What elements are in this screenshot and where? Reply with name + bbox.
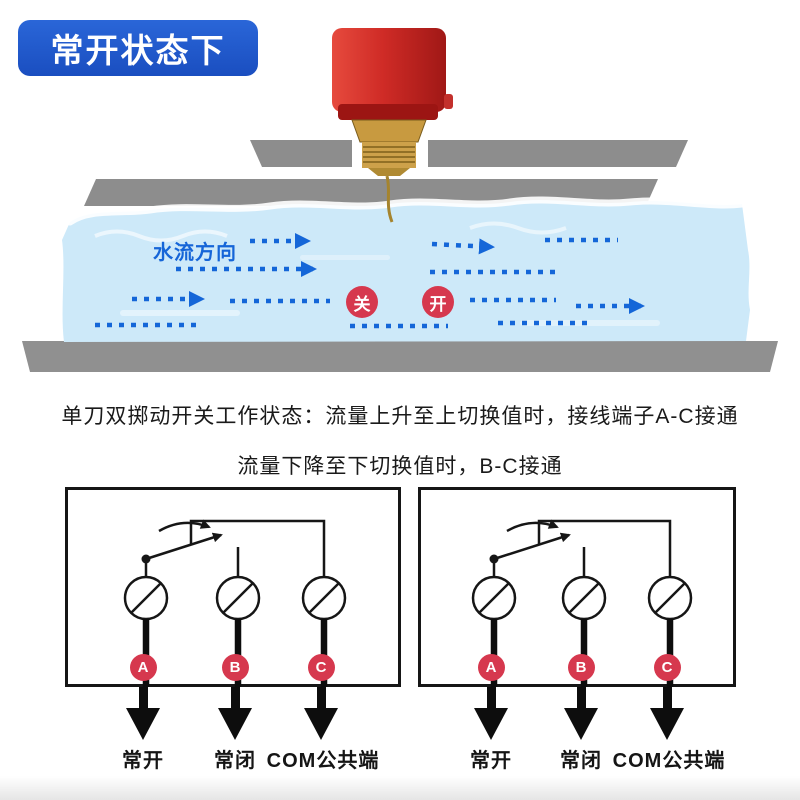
down-arrow-icon xyxy=(564,708,598,740)
page-bottom-shadow xyxy=(0,776,800,800)
terminal-badge-b: B xyxy=(221,654,249,681)
pin-label-normally-open: 常开 xyxy=(122,750,164,772)
terminal-badge-a: A xyxy=(129,654,157,681)
state-title-badge: 常开状态下 xyxy=(18,20,258,76)
down-arrow-stem xyxy=(662,687,672,708)
down-arrow-icon xyxy=(650,708,684,740)
terminal-badge-c: C xyxy=(653,654,681,681)
down-arrow-stem xyxy=(138,687,148,708)
pin-label-com: COM公共端 xyxy=(612,750,726,772)
flow-scene-illustration xyxy=(22,28,778,372)
flow-direction-label: 水流方向 xyxy=(153,242,237,264)
pin-label-normally-closed: 常闭 xyxy=(214,750,256,772)
terminal-badge-a: A xyxy=(477,654,505,681)
down-arrow-icon xyxy=(126,708,160,740)
pin-label-normally-closed: 常闭 xyxy=(560,750,602,772)
down-arrow-stem xyxy=(230,687,240,708)
down-arrow-icon xyxy=(218,708,252,740)
state-badge-open: 开 xyxy=(422,286,454,318)
circuit-schematic xyxy=(471,519,693,687)
pin-label-normally-open: 常开 xyxy=(470,750,512,772)
terminal-badge-c: C xyxy=(307,654,335,681)
paddle-wire xyxy=(385,175,394,223)
down-arrow-stem xyxy=(576,687,586,708)
state-badge-close: 关 xyxy=(346,286,378,318)
down-arrow-stem xyxy=(486,687,496,708)
down-arrow-stem xyxy=(316,687,326,708)
circuit-diagram-left: A B C 常开 常闭 COM公共端 xyxy=(65,487,401,787)
water-body xyxy=(62,196,750,342)
circuit-box: A B C xyxy=(418,487,736,687)
pipe-walls xyxy=(22,140,778,372)
state-title-label: 常开状态下 xyxy=(50,32,226,69)
pin-label-com: COM公共端 xyxy=(266,750,380,772)
flow-switch-device xyxy=(332,28,453,223)
down-arrow-icon xyxy=(474,708,508,740)
down-arrow-icon xyxy=(304,708,338,740)
description-line-1: 单刀双掷动开关工作状态：流量上升至上切换值时，接线端子A-C接通 xyxy=(61,405,739,428)
description-line-2: 流量下降至下切换值时，B-C接通 xyxy=(237,455,563,478)
circuit-box: A B C xyxy=(65,487,401,687)
terminal-badge-b: B xyxy=(567,654,595,681)
flow-arrow-icons xyxy=(95,233,645,329)
circuit-diagram-right: A B C 常开 常闭 COM公共端 xyxy=(418,487,736,787)
